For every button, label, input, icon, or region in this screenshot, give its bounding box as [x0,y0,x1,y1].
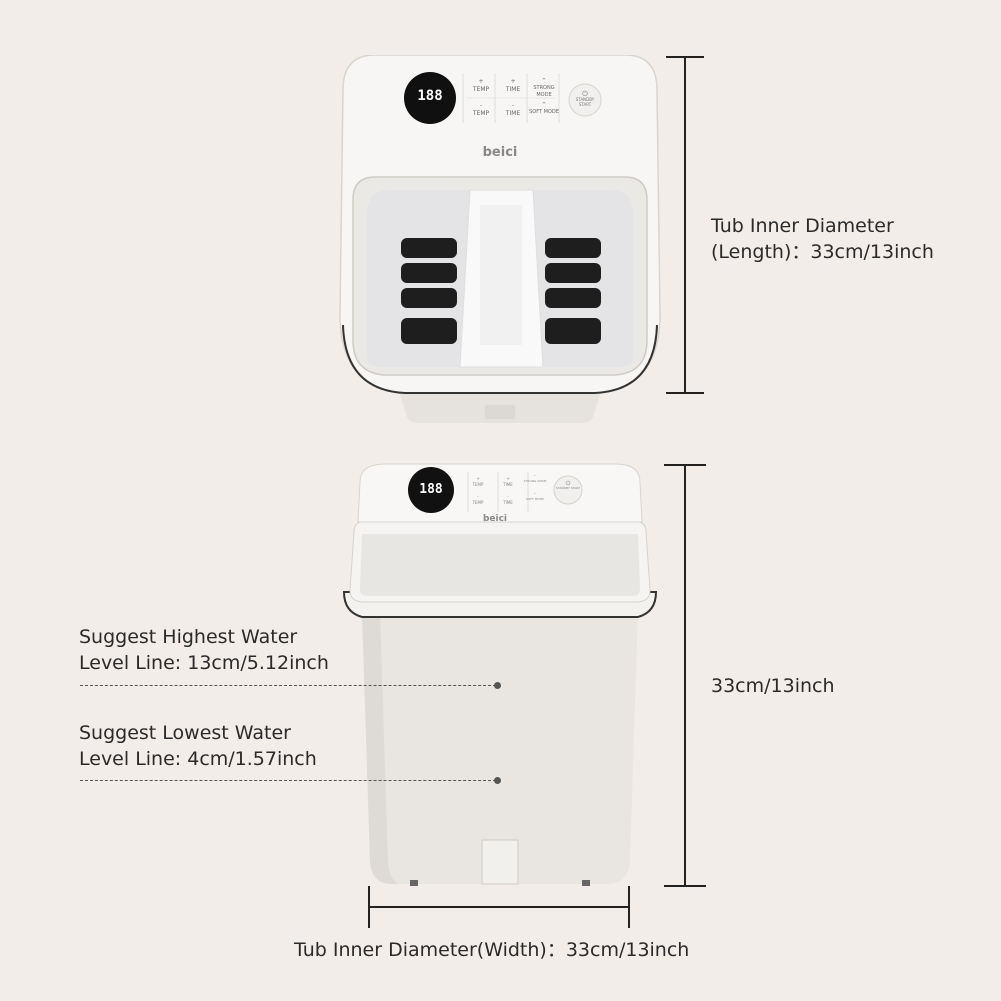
top-brand-logo: beici [482,145,518,160]
top-display-digits: 188 [417,88,443,104]
length-label-line2: (Length)：33cm/13inch [711,241,934,263]
top-time-up-button[interactable]: +TIME [505,78,521,93]
side-view-foot-spa [340,462,660,888]
side-time-up-button[interactable]: +TIME [503,476,513,487]
side-temp-up-button[interactable]: +TEMP [472,476,484,487]
side-view-illustration [342,463,658,886]
highest-water-leader-line [80,685,496,686]
side-soft-mode-button[interactable]: ^SOFT MODE [526,492,544,501]
lowest-water-line1: Suggest Lowest Water [79,722,291,744]
side-display-digits: 188 [419,482,443,497]
top-soft-mode-button[interactable]: ^SOFT MODE [529,102,559,115]
height-label: 33cm/13inch [711,675,835,697]
length-dim-vertical [684,56,686,394]
side-time-down-button[interactable]: -TIME [503,494,513,505]
lowest-water-marker [494,777,501,784]
height-dim-bottom-cap [664,885,706,887]
power-icon: ⏻ [582,90,588,98]
width-dim-right-cap [628,886,630,928]
top-strong-mode-button[interactable]: ^STRONG MODE [533,78,555,98]
top-view-illustration [339,54,661,423]
width-label: Tub Inner Diameter(Width)：33cm/13inch [294,939,690,961]
length-label-line1: Tub Inner Diameter [711,215,894,237]
top-power-button[interactable]: ⏻ STANDBY START [570,90,600,108]
length-dim-bottom-cap [666,392,704,394]
highest-water-marker [494,682,501,689]
top-time-down-button[interactable]: -TIME [505,102,521,117]
height-dim-vertical [684,464,686,886]
power-icon: ⏻ [565,480,571,487]
top-view-foot-spa [335,54,665,425]
highest-water-line1: Suggest Highest Water [79,626,298,648]
top-temp-down-button[interactable]: -TEMP [472,102,490,117]
width-dim-horizontal [368,906,630,908]
top-temp-up-button[interactable]: +TEMP [472,78,490,93]
highest-water-line2: Level Line: 13cm/5.12inch [79,652,329,674]
lowest-water-leader-line [80,780,496,781]
side-strong-mode-button[interactable]: ^STRONG MODE [523,474,547,483]
side-power-button[interactable]: ⏻ STANDBY START [555,480,581,491]
side-brand-logo: beici [482,514,508,524]
lowest-water-line2: Level Line: 4cm/1.57inch [79,748,317,770]
side-temp-down-button[interactable]: -TEMP [472,494,484,505]
